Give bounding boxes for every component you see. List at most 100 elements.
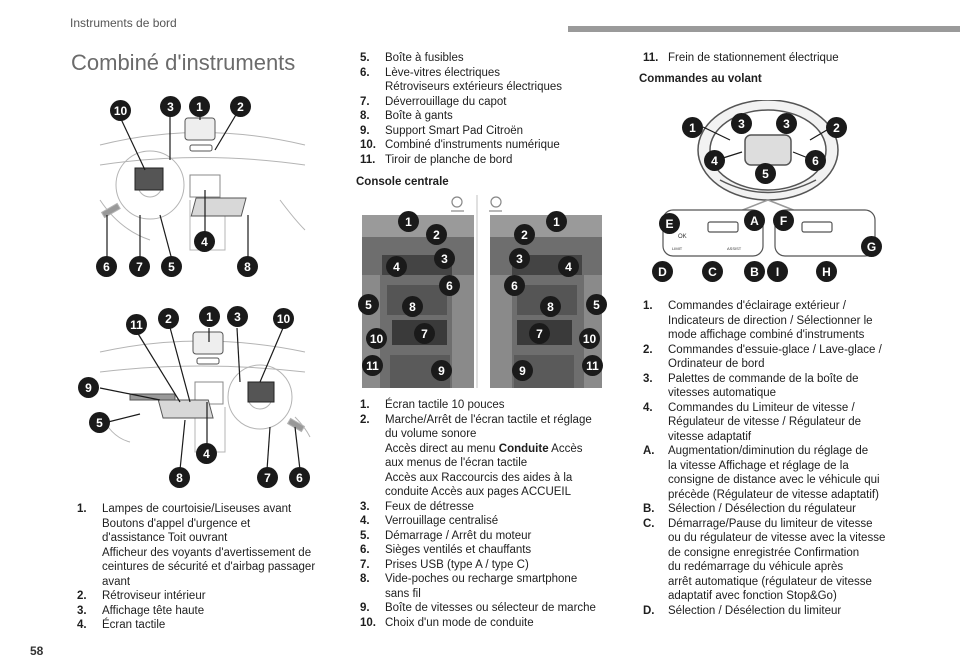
list-item: 6.Lève-vitres électriques Rétroviseurs e… [360, 66, 563, 94]
list-item: 7.Prises USB (type A / type C) [360, 558, 529, 571]
callout-2: 2 [230, 96, 251, 117]
list-item: 3.Palettes de commande de la boîte de vi… [643, 372, 859, 400]
list-item: B.Sélection / Désélection du régulateur [643, 503, 856, 515]
console-callout-1: 1 [398, 211, 419, 232]
callout-1: 1 [199, 306, 220, 327]
wheel-callout-D: D [652, 261, 673, 282]
dashboard-legend-list: 1.Lampes de courtoisie/Liseuses avant Bo… [77, 502, 337, 633]
callout-1: 1 [189, 96, 210, 117]
callout-6: 6 [96, 256, 117, 277]
list-item: 1.Lampes de courtoisie/Liseuses avant Bo… [77, 503, 316, 588]
callout-5: 5 [161, 256, 182, 277]
limit-button-label: LIMIT [672, 246, 683, 251]
list-item: 4.Verrouillage centralisé [360, 515, 499, 527]
wheel-callout-1: 1 [682, 117, 703, 138]
callout-4: 4 [194, 231, 215, 252]
list-item: 10.Choix d'un mode de conduite [360, 616, 534, 629]
list-item: Accès direct au menu Conduite Accès aux … [385, 442, 583, 499]
steering-position-icons [451, 195, 502, 388]
callout-6: 6 [289, 467, 310, 488]
wheel-legend-list: 1.Commandes d'éclairage extérieur / Indi… [643, 299, 943, 618]
callout-10: 10 [273, 308, 294, 329]
page-title: Combiné d'instruments [71, 50, 296, 75]
console-heading: Console centrale [356, 176, 449, 188]
list-item: 1.Commandes d'éclairage extérieur / Indi… [643, 300, 873, 341]
console-callout-4: 4 [558, 256, 579, 277]
list-item: 7.Déverrouillage du capot [360, 95, 507, 108]
list-item: 8.Boîte à gants [360, 110, 453, 122]
wheel-callout-A: A [744, 210, 765, 231]
wheel-callout-I: I [767, 261, 788, 282]
wheel-callout-2: 2 [826, 117, 847, 138]
console-callout-11: 11 [362, 355, 383, 376]
wheel-callout-G: G [861, 236, 882, 257]
list-item: 6.Sièges ventilés et chauffants [360, 544, 532, 556]
dashboard-illustration-rhd [99, 319, 311, 471]
list-item: D.Sélection / Désélection du limiteur [643, 604, 842, 617]
steering-wheel-diagram: OK LIMIT ASSIST 1 3 3 2 4 6 5 E A F G D … [650, 99, 885, 290]
callout-4: 4 [196, 443, 217, 464]
console-callout-3: 3 [434, 248, 455, 269]
list-item: 11.Tiroir de planche de bord [360, 153, 513, 166]
wheel-callout-6: 6 [805, 150, 826, 171]
callout-7: 7 [257, 467, 278, 488]
callout-3: 3 [160, 96, 181, 117]
dashboard-diagram-rhd: 2 1 3 11 10 9 5 8 4 7 6 [78, 302, 315, 492]
console-callout-10: 10 [366, 328, 387, 349]
console-callout-4: 4 [386, 256, 407, 277]
wheel-callout-E: E [659, 213, 680, 234]
wheel-callout-3: 3 [776, 113, 797, 134]
list-item: 2.Marche/Arrêt de l'écran tactile et rég… [360, 413, 592, 441]
list-item: 8.Vide-poches ou recharge smartphone san… [360, 573, 578, 600]
list-item: 2.Commandes d'essuie-glace / Lave-glace … [643, 343, 882, 371]
ok-button-label: OK [678, 234, 687, 240]
callout-9: 9 [78, 377, 99, 398]
console-callout-1: 1 [546, 211, 567, 232]
callout-10: 10 [110, 100, 131, 121]
wheel-callout-5: 5 [755, 163, 776, 184]
callout-7: 7 [129, 256, 150, 277]
console-callout-2: 2 [426, 224, 447, 245]
console-callout-6: 6 [439, 275, 460, 296]
dashboard-diagram-lhd: 10 3 1 2 4 6 7 5 8 [90, 90, 315, 280]
console-legend-list: 1.Écran tactile 10 pouces 2.Marche/Arrêt… [360, 398, 625, 630]
list-item: 9.Boîte de vitesses ou sélecteur de marc… [360, 602, 596, 614]
parking-brake-item: 11.Frein de stationnement électrique [643, 51, 933, 66]
section-header: Instruments de bord [70, 16, 177, 30]
callout-2: 2 [158, 308, 179, 329]
wheel-callout-F: F [773, 210, 794, 231]
wheel-callout-H: H [816, 261, 837, 282]
wheel-heading: Commandes au volant [639, 73, 762, 85]
list-item: 5.Boîte à fusibles [360, 52, 464, 64]
header-bar [568, 26, 960, 32]
page-number: 58 [30, 644, 44, 658]
wheel-callout-3: 3 [731, 113, 752, 134]
console-callout-8: 8 [402, 296, 423, 317]
console-callout-11: 11 [582, 355, 603, 376]
list-item: 9.Support Smart Pad Citroën [360, 124, 524, 137]
wheel-callout-4: 4 [704, 150, 725, 171]
console-callout-10: 10 [579, 328, 600, 349]
console-callout-3: 3 [509, 248, 530, 269]
center-console-photos: 1 2 3 4 5 6 8 7 10 11 9 1 2 3 4 5 6 8 7 … [358, 193, 612, 388]
callout-5: 5 [89, 412, 110, 433]
list-item: 3.Feux de détresse [360, 500, 474, 513]
list-item: 10.Combiné d'instruments numérique [360, 139, 560, 151]
list-item: A.Augmentation/diminution du réglage de … [643, 445, 880, 501]
list-item: 2.Rétroviseur intérieur [77, 590, 206, 602]
list-item: 4.Écran tactile [77, 619, 166, 631]
callout-3: 3 [227, 306, 248, 327]
console-callout-5: 5 [358, 294, 379, 315]
assist-button-label: ASSIST [727, 246, 742, 251]
console-callout-6: 6 [504, 275, 525, 296]
callout-8: 8 [169, 467, 190, 488]
console-callout-5: 5 [586, 294, 607, 315]
console-callout-7: 7 [414, 323, 435, 344]
console-callout-8: 8 [540, 296, 561, 317]
console-callout-7: 7 [529, 323, 550, 344]
console-callout-9: 9 [431, 360, 452, 381]
wheel-callout-C: C [702, 261, 723, 282]
callout-8: 8 [237, 256, 258, 277]
list-item: C.Démarrage/Pause du limiteur de vitesse… [643, 517, 886, 603]
list-item: 3.Affichage tête haute [77, 604, 205, 617]
